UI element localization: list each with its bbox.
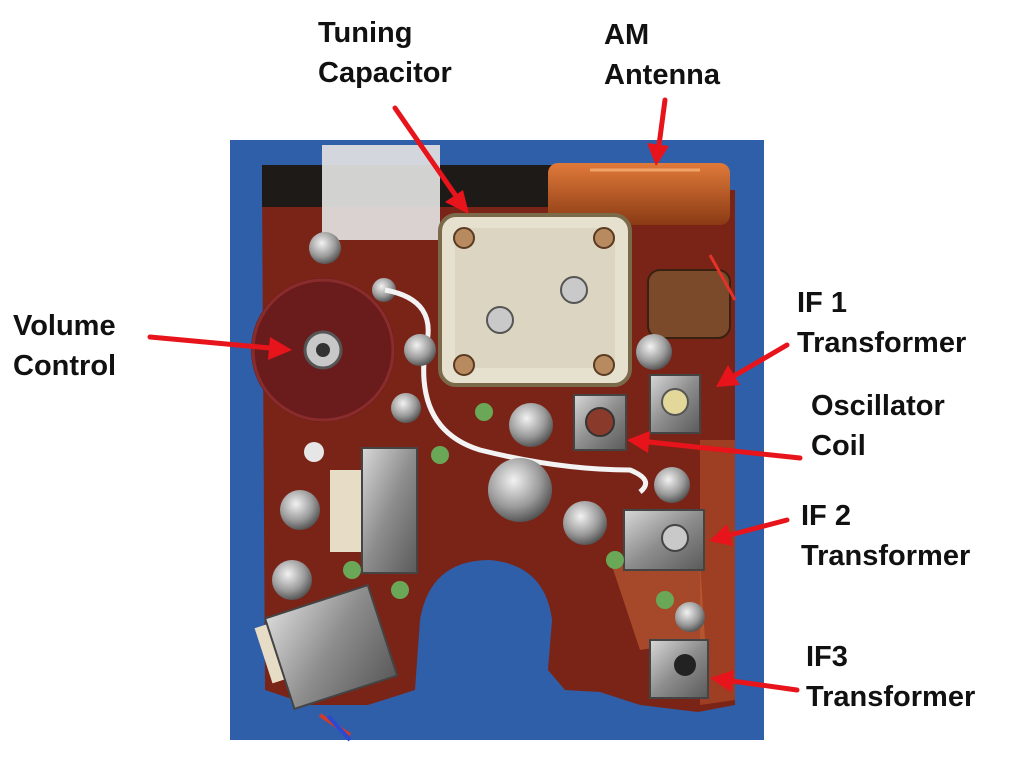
arrow-if3 <box>729 678 800 693</box>
label-line: Antenna <box>604 59 720 91</box>
label-line: Transformer <box>797 327 967 359</box>
label-if1-transformer: IF 1 Transformer <box>797 283 966 363</box>
label-oscillator-coil: Oscillator Coil <box>811 386 945 466</box>
label-line: Transformer <box>806 681 976 713</box>
label-volume-control: Volume Control <box>13 306 116 386</box>
label-line: Coil <box>811 430 866 462</box>
arrow-if2 <box>727 517 790 538</box>
arrow-if1 <box>731 342 790 379</box>
bottom-left-can <box>263 583 399 711</box>
label-line: IF 1 <box>797 287 847 319</box>
label-if3-transformer: IF3 Transformer <box>806 637 975 717</box>
am-antenna-rod <box>548 163 730 225</box>
annotation-arrows <box>147 97 803 693</box>
label-if2-transformer: IF 2 Transformer <box>801 496 970 576</box>
label-am-antenna: AM Antenna <box>604 15 720 95</box>
label-line: Control <box>13 350 117 382</box>
label-line: Capacitor <box>318 57 452 89</box>
arrow-volume-control <box>147 334 273 351</box>
arrow-oscillator-coil <box>646 439 803 461</box>
label-line: Tuning <box>318 17 413 49</box>
label-line: Oscillator <box>811 390 945 422</box>
label-line: IF 2 <box>801 500 851 532</box>
arrow-am-antenna <box>656 97 668 148</box>
label-line: Transformer <box>801 540 971 572</box>
label-line: IF3 <box>806 641 848 673</box>
lower-left-can <box>361 447 418 574</box>
label-line: AM <box>604 19 650 51</box>
label-line: Volume <box>13 310 116 342</box>
arrow-tuning-capacitor <box>392 105 459 199</box>
label-tuning-capacitor: Tuning Capacitor <box>318 13 452 93</box>
plastic-block <box>322 145 440 240</box>
